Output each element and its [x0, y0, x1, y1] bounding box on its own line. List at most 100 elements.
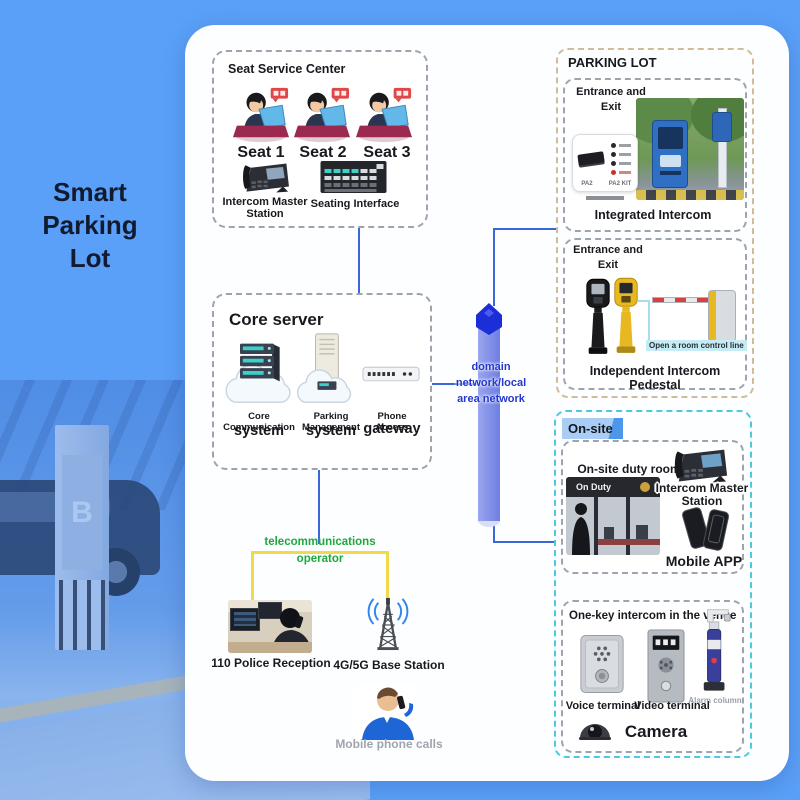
led-dot	[611, 170, 616, 175]
telecom-operator-line2: operator	[296, 553, 344, 565]
black-pedestal-icon	[586, 278, 610, 354]
garage-pillar-sign: B	[62, 455, 102, 570]
pedestal-connector-h	[638, 300, 650, 302]
led-label-bar	[619, 153, 631, 156]
desk	[228, 642, 312, 653]
onsite-box	[554, 410, 752, 758]
ip-phone-icon	[243, 163, 289, 193]
kiosk-body	[652, 120, 688, 188]
integrated-intercom-label: Integrated Intercom	[594, 208, 712, 222]
alarm-column-label: Alarm column	[688, 696, 742, 705]
led-dot	[611, 143, 616, 148]
base-station-icon	[367, 597, 409, 651]
pole-head	[712, 112, 732, 142]
seat-label-1: Seat 1	[237, 144, 285, 161]
telecom-operator-line1: telecommunications	[264, 536, 376, 548]
core-item-2-line1: Parking Management	[301, 411, 361, 433]
mobile-app-label: Mobile APP	[665, 553, 743, 569]
intercom-label-line1: Intercom Master	[222, 196, 308, 208]
video-terminal-icon	[647, 629, 685, 703]
independent-intercom-pedestal-label: Independent Intercom Pedestal	[589, 364, 721, 392]
seat-label-2: Seat 2	[299, 144, 347, 161]
voice-terminal-label: Voice terminal	[565, 700, 641, 712]
monitor	[258, 602, 282, 619]
video-terminal-label: Video terminal	[634, 700, 710, 712]
duty-emblem	[640, 482, 650, 492]
core-item-1-line2: system	[234, 423, 284, 439]
barrier-arm	[652, 297, 710, 303]
onsite-intercom-label: Intercom Master Station	[650, 481, 754, 509]
line-seat-to-core	[358, 228, 360, 294]
led-label-bar	[619, 144, 631, 147]
seat-service-center-title: Seat Service Center	[228, 62, 346, 76]
barrier-note: Open a room control line	[646, 340, 747, 351]
mobile-phone-calls-photo	[354, 684, 418, 740]
line-telecom-to-basestation	[386, 551, 389, 600]
kiosk-slot	[660, 171, 681, 175]
intercom-master-station-label: Intercom Master Station	[215, 196, 315, 221]
desk-items	[604, 527, 614, 539]
core-item-3-line1: Phone Access	[375, 411, 409, 433]
duty-room-header: On Duty	[566, 477, 660, 497]
onsite-title: On-site	[562, 418, 623, 439]
kiosk-screen	[658, 127, 683, 149]
monitor-glow	[234, 612, 256, 626]
line-bar-down	[493, 524, 495, 543]
core-item-1-line1: Core Communication	[223, 411, 295, 433]
pa2-caption-bar	[586, 196, 624, 200]
led-label-bar	[619, 171, 631, 174]
line-core-to-bar	[432, 383, 478, 385]
core-server-title: Core server	[229, 310, 324, 329]
window-mullion	[626, 497, 630, 555]
garage-pillar-stripes	[59, 580, 105, 650]
seating-interface-icon	[320, 161, 387, 193]
kiosk-keypad	[660, 155, 681, 167]
page-title-line-1: Smart	[53, 177, 127, 207]
onsite-ip-phone-icon	[674, 449, 728, 483]
entrance2-line1: Entrance and	[573, 244, 643, 256]
barrier-post	[708, 290, 736, 342]
entrance1-line1: Entrance and	[576, 86, 646, 98]
desk-line	[598, 539, 660, 545]
entrance2-line2: Exit	[597, 259, 619, 271]
pole-unit	[718, 108, 727, 188]
core-item-2-line2: system	[306, 423, 356, 439]
voice-terminal-icon	[580, 635, 624, 693]
page-title-line-2: Parking	[42, 210, 138, 240]
camera-label: Camera	[624, 722, 688, 741]
garage-pillar: B	[55, 425, 109, 650]
ground-stripes	[636, 190, 744, 200]
pa2-model-label: PA2	[581, 181, 593, 187]
police-reception-label: 110 Police Reception	[211, 656, 331, 670]
agent-icon	[355, 87, 413, 143]
agent-icon	[232, 87, 290, 143]
onsite-duty-room-label: On-site duty room	[577, 462, 681, 476]
network-bar-line2: network/local	[455, 377, 527, 389]
guard-silhouette	[572, 503, 590, 555]
line-bar-to-onsite	[493, 541, 555, 543]
desk-items	[636, 525, 648, 539]
monitor	[230, 608, 260, 631]
pa2-device-card: PA2 PA2 KIT	[572, 134, 638, 192]
duty-room-photo: On Duty	[566, 477, 660, 555]
phone-access-gateway-icon	[362, 366, 420, 382]
agent-icon	[293, 87, 351, 143]
pa2-kit-label: PA2 KIT	[608, 181, 632, 187]
phone-screen-line	[707, 514, 725, 544]
line-telecom-horizontal	[251, 551, 389, 554]
line-bar-up	[493, 228, 495, 306]
intercom-label-line2: Station	[246, 208, 284, 221]
network-bar-line3: area network	[457, 393, 525, 405]
line-telecom-to-police	[251, 551, 254, 602]
base-station-label: 4G/5G Base Station	[333, 658, 445, 672]
camera-icon	[579, 724, 611, 740]
entrance1-line2: Exit	[600, 101, 622, 113]
network-bar-line1: domain	[471, 361, 511, 373]
led-dot	[611, 161, 616, 166]
mobile-phone-calls-label: Mobile phone calls	[335, 737, 443, 751]
onsite-intercom-line1: Intercom Master	[655, 481, 749, 495]
onsite-intercom-line2: Station	[681, 494, 723, 509]
phone-front	[702, 508, 730, 552]
pedestal-connector-v	[648, 300, 650, 342]
